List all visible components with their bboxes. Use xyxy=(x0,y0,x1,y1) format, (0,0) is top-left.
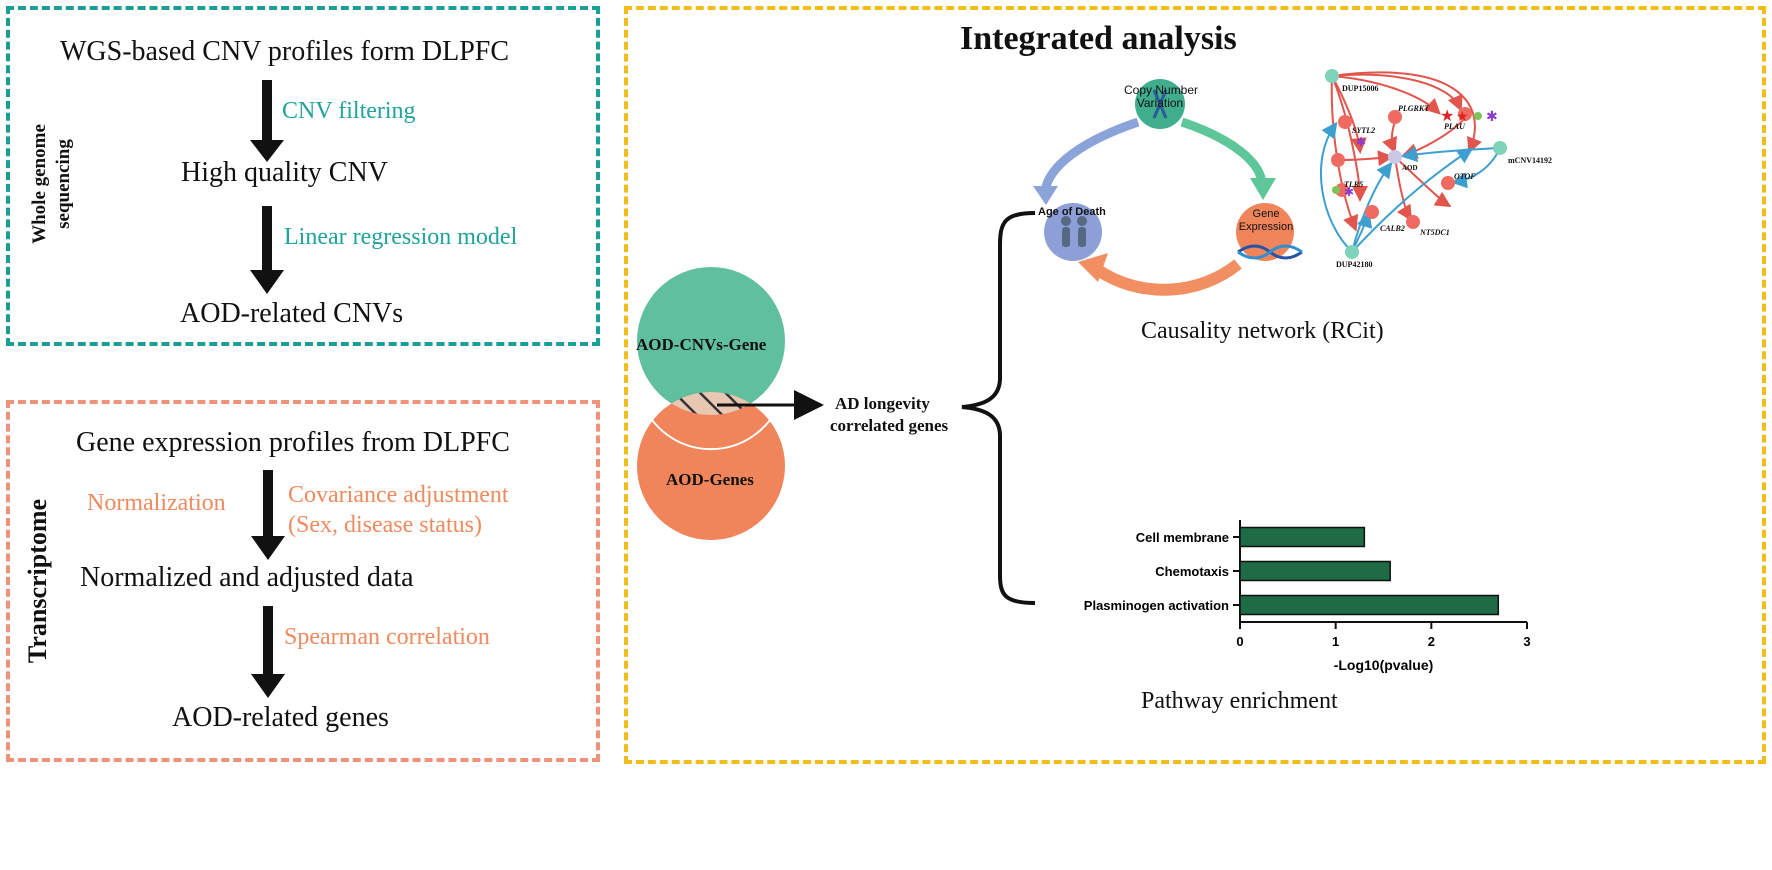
transcriptome-step-2: Normalized and adjusted data xyxy=(80,562,414,593)
chart-category-label: Plasminogen activation xyxy=(1084,598,1229,613)
chart-bar xyxy=(1239,526,1366,548)
wgs-method-1: CNV filtering xyxy=(282,98,416,124)
chart-category-label: Cell membrane xyxy=(1136,530,1229,545)
transcriptome-step-1: Gene expression profiles from DLPFC xyxy=(76,427,510,458)
wgs-panel xyxy=(6,6,600,346)
chart-x-tick-label: 2 xyxy=(1428,634,1435,649)
net-label-otof: OTOF xyxy=(1454,172,1476,181)
cycle-diagram xyxy=(1033,79,1303,296)
transcriptome-panel xyxy=(6,400,600,762)
transcriptome-method-2: Spearman correlation xyxy=(284,624,490,650)
chart-category-label: Chemotaxis xyxy=(1155,564,1229,579)
transcriptome-method-normalization: Normalization xyxy=(87,490,226,516)
chart-bar xyxy=(1239,560,1391,582)
net-label-mcnv: mCNV14192 xyxy=(1508,156,1552,165)
chart-x-tick-label: 3 xyxy=(1523,634,1530,649)
age-node xyxy=(1044,203,1102,261)
integrated-panel xyxy=(624,6,1766,764)
result-label: AD longevity correlated genes xyxy=(830,394,949,435)
svg-text:✱: ✱ xyxy=(1344,185,1354,199)
chart-x-tick-label: 1 xyxy=(1332,634,1339,649)
transcriptome-arrows xyxy=(251,470,285,698)
transcriptome-step-3: AOD-related genes xyxy=(172,702,389,733)
net-label-sytl2: SYTL2 xyxy=(1352,126,1376,135)
chart-x-label: -Log10(pvalue) xyxy=(1334,657,1434,673)
wgs-step-2: High quality CNV xyxy=(181,157,388,188)
wgs-step-3: AOD-related CNVs xyxy=(180,298,404,329)
net-label-dup-top: DUP15006 xyxy=(1342,84,1379,93)
chart-bar xyxy=(1239,594,1500,616)
cnv-label: Copy Number Variation xyxy=(1124,83,1199,110)
venn-top-label: AOD-CNVs-Gene xyxy=(636,335,767,354)
wgs-method-2: Linear regression model xyxy=(284,224,518,250)
integrated-title: Integrated analysis xyxy=(960,20,1237,57)
transcriptome-method-covariance: Covariance adjustment (Sex, disease stat… xyxy=(288,482,509,538)
net-label-dup-bottom: DUP42180 xyxy=(1336,260,1373,269)
svg-text:✱: ✱ xyxy=(1486,110,1498,125)
pathway-caption: Pathway enrichment xyxy=(1141,688,1338,714)
net-label-calb2: CALB2 xyxy=(1380,224,1405,233)
curly-bracket xyxy=(961,211,1036,605)
net-label-aod: AOD xyxy=(1402,164,1418,172)
svg-text:✱: ✱ xyxy=(1356,135,1366,149)
net-label-plau: PLAU xyxy=(1444,122,1465,131)
venn-bottom-label: AOD-Genes xyxy=(666,470,754,489)
net-label-tlr5: TLR5 xyxy=(1344,180,1364,189)
age-label: Age of Death xyxy=(1038,206,1106,218)
svg-text:★: ★ xyxy=(1456,110,1469,125)
venn-diagram xyxy=(637,267,785,540)
network-caption: Causality network (RCit) xyxy=(1141,318,1384,344)
net-label-ntsdc1: NT5DC1 xyxy=(1420,228,1450,237)
causality-network: ★ ★ ✱ ✱ ✱ xyxy=(1319,69,1507,259)
chart-x-tick-label: 0 xyxy=(1236,634,1243,649)
net-label-plgrkt: PLGRKT xyxy=(1398,104,1430,113)
wgs-arrows xyxy=(250,80,284,294)
svg-text:★: ★ xyxy=(1440,108,1454,125)
wgs-step-1: WGS-based CNV profiles form DLPFC xyxy=(60,36,510,67)
gene-label: Gene Expression xyxy=(1238,208,1294,233)
